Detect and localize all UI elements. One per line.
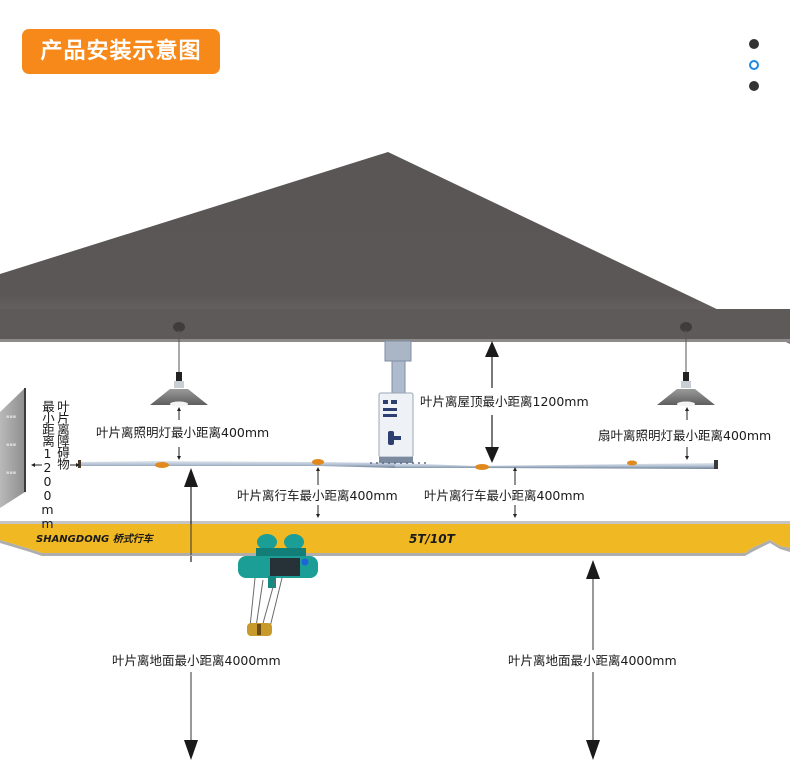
svg-text:▪▪▪: ▪▪▪ — [6, 470, 16, 476]
obstacle-clearance-label-col2: 最小距离1200mm — [40, 400, 55, 530]
wall-obstacle: ▪▪▪ ▪▪▪ ▪▪▪ — [0, 388, 26, 508]
left-lamp-clearance-label: 叶片离照明灯最小距离400mm — [96, 425, 270, 440]
obstacle-clearance-label-col1: 叶片离障碍物 — [55, 400, 70, 469]
fan-blade-right — [395, 463, 717, 469]
roof — [0, 152, 790, 344]
electric-hoist — [238, 534, 318, 636]
crane-clearance-label-right: 叶片离行车最小距离400mm — [424, 488, 585, 503]
roof-beam — [0, 309, 790, 341]
fan-blade-left — [80, 461, 395, 468]
ground-clearance-label-right: 叶片离地面最小距离4000mm — [508, 653, 677, 668]
roof-clearance-label: 叶片离屋顶最小距离1200mm — [420, 394, 589, 409]
carousel-pager — [746, 39, 762, 102]
pendant-lamp-right — [657, 322, 715, 407]
svg-text:▪▪▪: ▪▪▪ — [6, 442, 16, 448]
roof-gable — [0, 152, 790, 344]
pendant-lamp-left — [150, 322, 208, 407]
crane-beam — [0, 521, 790, 556]
dimension-arrows — [31, 341, 689, 760]
right-lamp-clearance-label: 扇叶离照明灯最小距离400mm — [598, 428, 772, 443]
ground-clearance-label-left: 叶片离地面最小距离4000mm — [112, 653, 281, 668]
pager-dot-2-active[interactable] — [749, 60, 759, 70]
pager-dot-3[interactable] — [749, 81, 759, 91]
crane-brand-label: SHANGDONG 桥式行车 — [36, 534, 153, 545]
fan-blades — [78, 459, 718, 470]
page-title: 产品安装示意图 — [22, 29, 220, 74]
fan-motor — [378, 340, 414, 463]
crane-clearance-label-left: 叶片离行车最小距离400mm — [237, 488, 398, 503]
svg-text:▪▪▪: ▪▪▪ — [6, 414, 16, 420]
crane-capacity-label: 5T/10T — [409, 532, 455, 546]
pager-dot-1[interactable] — [749, 39, 759, 49]
